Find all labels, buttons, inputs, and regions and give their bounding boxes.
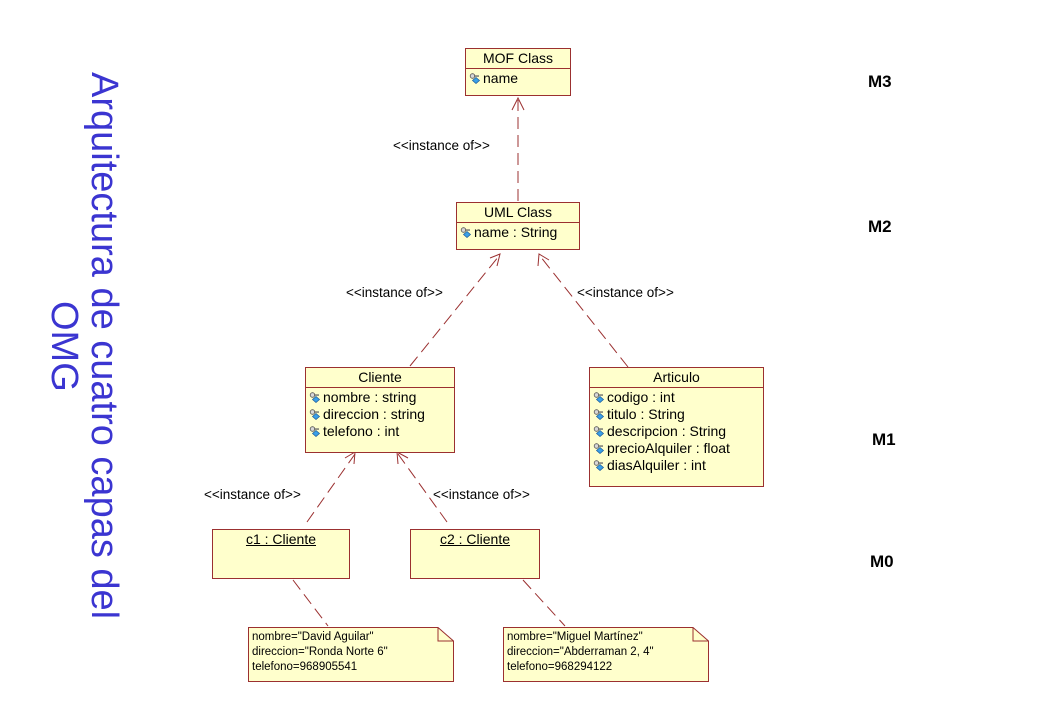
attribute-row: diasAlquiler : int bbox=[593, 457, 761, 474]
attribute-icon bbox=[593, 441, 606, 454]
slide-title: Arquitectura de cuatro capas del OMG bbox=[43, 72, 125, 620]
note-c2[interactable]: nombre="Miguel Martínez" direccion="Abde… bbox=[503, 627, 709, 682]
link-c1-to-cliente bbox=[306, 453, 356, 523]
attribute-icon bbox=[309, 424, 322, 437]
arrowhead-uml-left bbox=[489, 253, 501, 267]
layer-label-m1: M1 bbox=[872, 430, 896, 449]
attribute-text: titulo : String bbox=[607, 406, 685, 422]
note-shape bbox=[503, 627, 709, 682]
attribute-text: diasAlquiler : int bbox=[607, 457, 706, 473]
stereotype-label-mof: <<instance of>> bbox=[393, 138, 490, 153]
layer-label-m3: M3 bbox=[868, 72, 892, 91]
attribute-row: titulo : String bbox=[593, 406, 761, 423]
attribute-icon bbox=[593, 407, 606, 420]
attribute-icon bbox=[460, 225, 473, 238]
attribute-icon bbox=[309, 407, 322, 420]
note-line: nombre="David Aguilar" bbox=[252, 631, 374, 643]
link-note2-to-c2 bbox=[522, 579, 566, 627]
attribute-icon bbox=[593, 390, 606, 403]
attribute-text: codigo : int bbox=[607, 389, 675, 405]
attribute-row: precioAlquiler : float bbox=[593, 440, 761, 457]
attribute-icon bbox=[469, 71, 482, 84]
layer-label-m0: M0 bbox=[870, 552, 894, 571]
attribute-row: telefono : int bbox=[309, 423, 452, 440]
note-c1[interactable]: nombre="David Aguilar" direccion="Ronda … bbox=[248, 627, 454, 682]
link-c2-to-cliente bbox=[397, 453, 448, 523]
stereotype-label-cliente: <<instance of>> bbox=[346, 285, 443, 300]
attribute-row: direccion : string bbox=[309, 406, 452, 423]
note-line: nombre="Miguel Martínez" bbox=[507, 631, 643, 643]
attribute-text: direccion : string bbox=[323, 406, 425, 422]
attribute-text: name : String bbox=[474, 224, 558, 240]
link-cliente-to-uml bbox=[409, 255, 500, 367]
attribute-text: telefono : int bbox=[323, 423, 400, 439]
class-mof[interactable]: MOF Class name bbox=[465, 48, 571, 96]
link-note1-to-c1 bbox=[292, 579, 329, 627]
attribute-row: name bbox=[469, 70, 568, 87]
attribute-icon bbox=[593, 458, 606, 471]
arrowhead-mof bbox=[511, 96, 525, 111]
attribute-text: precioAlquiler : float bbox=[607, 440, 730, 456]
arrowhead-cliente-right bbox=[396, 451, 409, 465]
note-line: direccion="Abderraman 2, 4" bbox=[507, 646, 654, 658]
attribute-icon bbox=[309, 390, 322, 403]
class-name: MOF Class bbox=[466, 49, 570, 69]
attribute-text: name bbox=[483, 70, 519, 86]
attribute-row: nombre : string bbox=[309, 389, 452, 406]
attribute-row: name : String bbox=[460, 224, 577, 241]
stereotype-label-articulo: <<instance of>> bbox=[577, 285, 674, 300]
object-name: c1 : Cliente bbox=[245, 531, 317, 547]
class-name: Articulo bbox=[590, 368, 763, 388]
attribute-icon bbox=[593, 424, 606, 437]
object-c1[interactable]: c1 : Cliente bbox=[212, 529, 350, 579]
attribute-row: descripcion : String bbox=[593, 423, 761, 440]
stereotype-label-c2: <<instance of>> bbox=[433, 487, 530, 502]
class-name: Cliente bbox=[306, 368, 454, 388]
note-line: telefono=968905541 bbox=[252, 661, 358, 673]
class-cliente[interactable]: Cliente nombre : string direccion : stri… bbox=[305, 367, 455, 453]
attribute-text: descripcion : String bbox=[607, 423, 727, 439]
link-articulo-to-uml bbox=[539, 255, 629, 368]
layer-label-m2: M2 bbox=[868, 217, 892, 236]
attribute-row: codigo : int bbox=[593, 389, 761, 406]
stereotype-label-c1: <<instance of>> bbox=[204, 487, 301, 502]
class-articulo[interactable]: Articulo codigo : int titulo : String de… bbox=[589, 367, 764, 487]
object-c2[interactable]: c2 : Cliente bbox=[410, 529, 540, 579]
class-name: UML Class bbox=[457, 203, 579, 223]
arrowhead-uml-right bbox=[537, 253, 550, 267]
note-shape bbox=[248, 627, 454, 682]
attribute-text: nombre : string bbox=[323, 389, 417, 405]
note-line: direccion="Ronda Norte 6" bbox=[252, 646, 388, 658]
note-line: telefono=968294122 bbox=[507, 661, 613, 673]
arrowhead-cliente-left bbox=[344, 451, 356, 465]
object-name: c2 : Cliente bbox=[439, 531, 511, 547]
class-uml[interactable]: UML Class name : String bbox=[456, 202, 580, 250]
